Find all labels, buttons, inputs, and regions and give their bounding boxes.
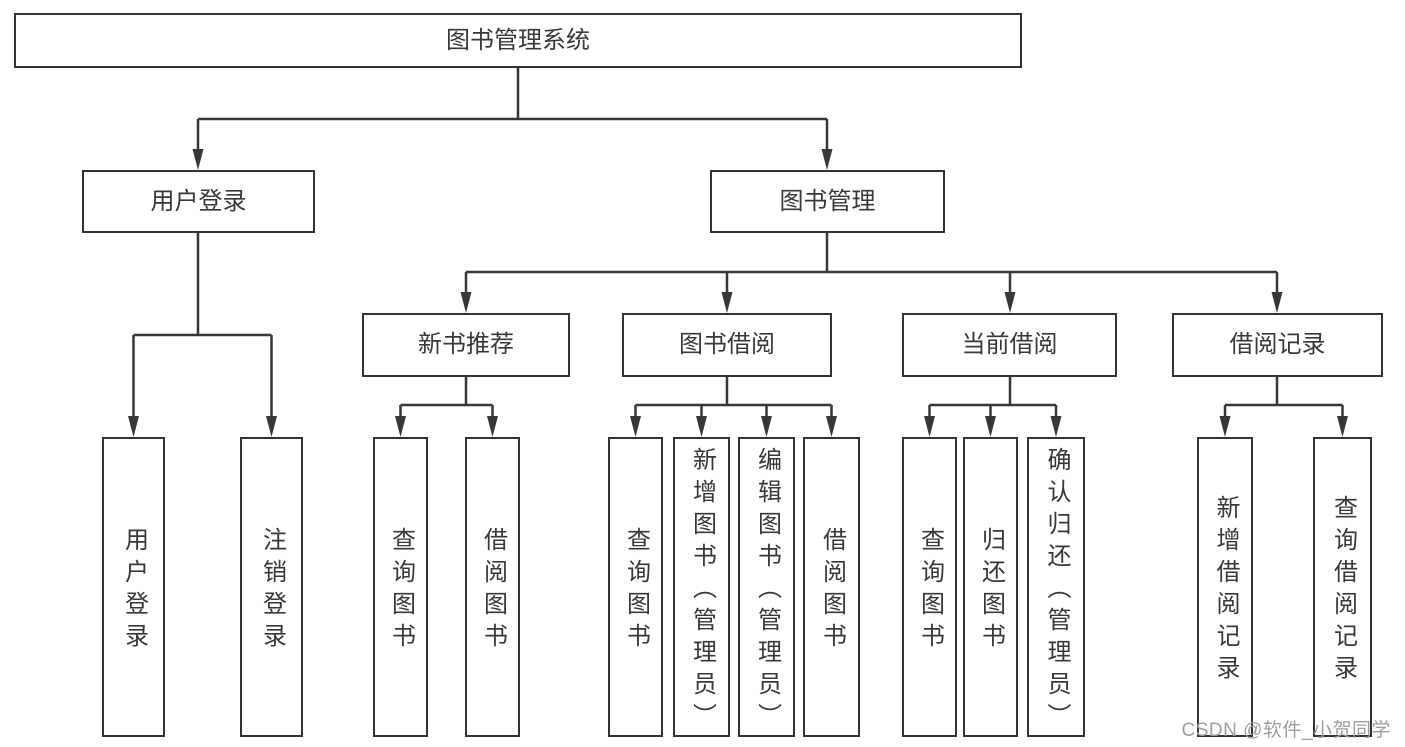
arrow-down-icon bbox=[128, 416, 139, 437]
leaf-user-login: 用户登录 bbox=[102, 437, 165, 737]
arrow-down-icon bbox=[761, 416, 772, 437]
node-label: 用户登录 bbox=[120, 527, 148, 655]
node-new-book-recommend: 新书推荐 bbox=[362, 313, 570, 377]
node-label: 图书管理 bbox=[779, 187, 876, 215]
arrow-down-icon bbox=[266, 416, 277, 437]
node-label: 图书管理系统 bbox=[446, 26, 590, 54]
node-label: 归还图书 bbox=[977, 527, 1005, 655]
connector-lines bbox=[132, 68, 1344, 420]
node-label: 当前借阅 bbox=[961, 331, 1058, 358]
arrow-down-icon bbox=[985, 416, 996, 437]
node-label: 查询图书 bbox=[387, 527, 415, 655]
leaf-query-books-current: 查询图书 bbox=[902, 437, 957, 737]
leaf-query-books-recommend: 查询图书 bbox=[373, 437, 428, 737]
node-current-borrow: 当前借阅 bbox=[902, 313, 1117, 377]
node-user-login: 用户登录 bbox=[82, 170, 315, 233]
node-label: 新书推荐 bbox=[418, 331, 514, 358]
node-label: 借阅图书 bbox=[818, 527, 846, 655]
leaf-borrow-books-recommend: 借阅图书 bbox=[465, 437, 520, 737]
csdn-watermark: CSDN @软件_小贺同学 bbox=[1181, 720, 1391, 741]
arrow-down-icon bbox=[460, 292, 472, 313]
arrowheads bbox=[128, 149, 1348, 437]
node-label: 借阅图书 bbox=[479, 527, 507, 655]
node-library-system: 图书管理系统 bbox=[14, 13, 1022, 68]
leaf-edit-books-admin: 编辑图书（管理员） bbox=[738, 437, 795, 737]
arrow-down-icon bbox=[1004, 292, 1016, 313]
node-label: 用户登录 bbox=[150, 187, 247, 215]
node-label: 查询借阅记录 bbox=[1329, 495, 1357, 687]
leaf-add-books-admin: 新增图书（管理员） bbox=[673, 437, 730, 737]
arrow-down-icon bbox=[721, 292, 733, 313]
node-label: 查询图书 bbox=[622, 527, 650, 655]
node-label: 确认归还（管理员） bbox=[1043, 447, 1070, 735]
leaf-query-borrow-record: 查询借阅记录 bbox=[1313, 437, 1372, 737]
leaf-add-borrow-record: 新增借阅记录 bbox=[1197, 437, 1253, 737]
leaf-borrow-books: 借阅图书 bbox=[803, 437, 860, 737]
leaf-return-books: 归还图书 bbox=[963, 437, 1018, 737]
node-label: 新增借阅记录 bbox=[1212, 495, 1239, 687]
node-label: 图书借阅 bbox=[679, 331, 775, 358]
arrow-down-icon bbox=[395, 416, 406, 437]
arrow-down-icon bbox=[1337, 416, 1348, 437]
arrow-down-icon bbox=[1219, 416, 1231, 437]
node-label: 注销登录 bbox=[258, 527, 286, 655]
node-label: 新增图书（管理员） bbox=[688, 447, 716, 735]
arrow-down-icon bbox=[696, 416, 707, 437]
node-book-management: 图书管理 bbox=[710, 170, 945, 233]
arrow-down-icon bbox=[924, 416, 935, 437]
arrow-down-icon bbox=[821, 149, 833, 170]
arrow-down-icon bbox=[1050, 416, 1062, 437]
node-book-borrow: 图书借阅 bbox=[622, 313, 832, 377]
node-borrow-records: 借阅记录 bbox=[1172, 313, 1383, 377]
node-label: 借阅记录 bbox=[1229, 331, 1326, 358]
leaf-confirm-return-admin: 确认归还（管理员） bbox=[1027, 437, 1085, 737]
arrow-down-icon bbox=[1271, 292, 1283, 313]
arrow-down-icon bbox=[826, 416, 837, 437]
node-label: 编辑图书（管理员） bbox=[753, 447, 781, 735]
leaf-logout: 注销登录 bbox=[240, 437, 303, 737]
leaf-query-books: 查询图书 bbox=[608, 437, 663, 737]
node-label: 查询图书 bbox=[916, 527, 944, 655]
arrow-down-icon bbox=[487, 416, 498, 437]
arrow-down-icon bbox=[192, 149, 204, 170]
arrow-down-icon bbox=[630, 416, 641, 437]
